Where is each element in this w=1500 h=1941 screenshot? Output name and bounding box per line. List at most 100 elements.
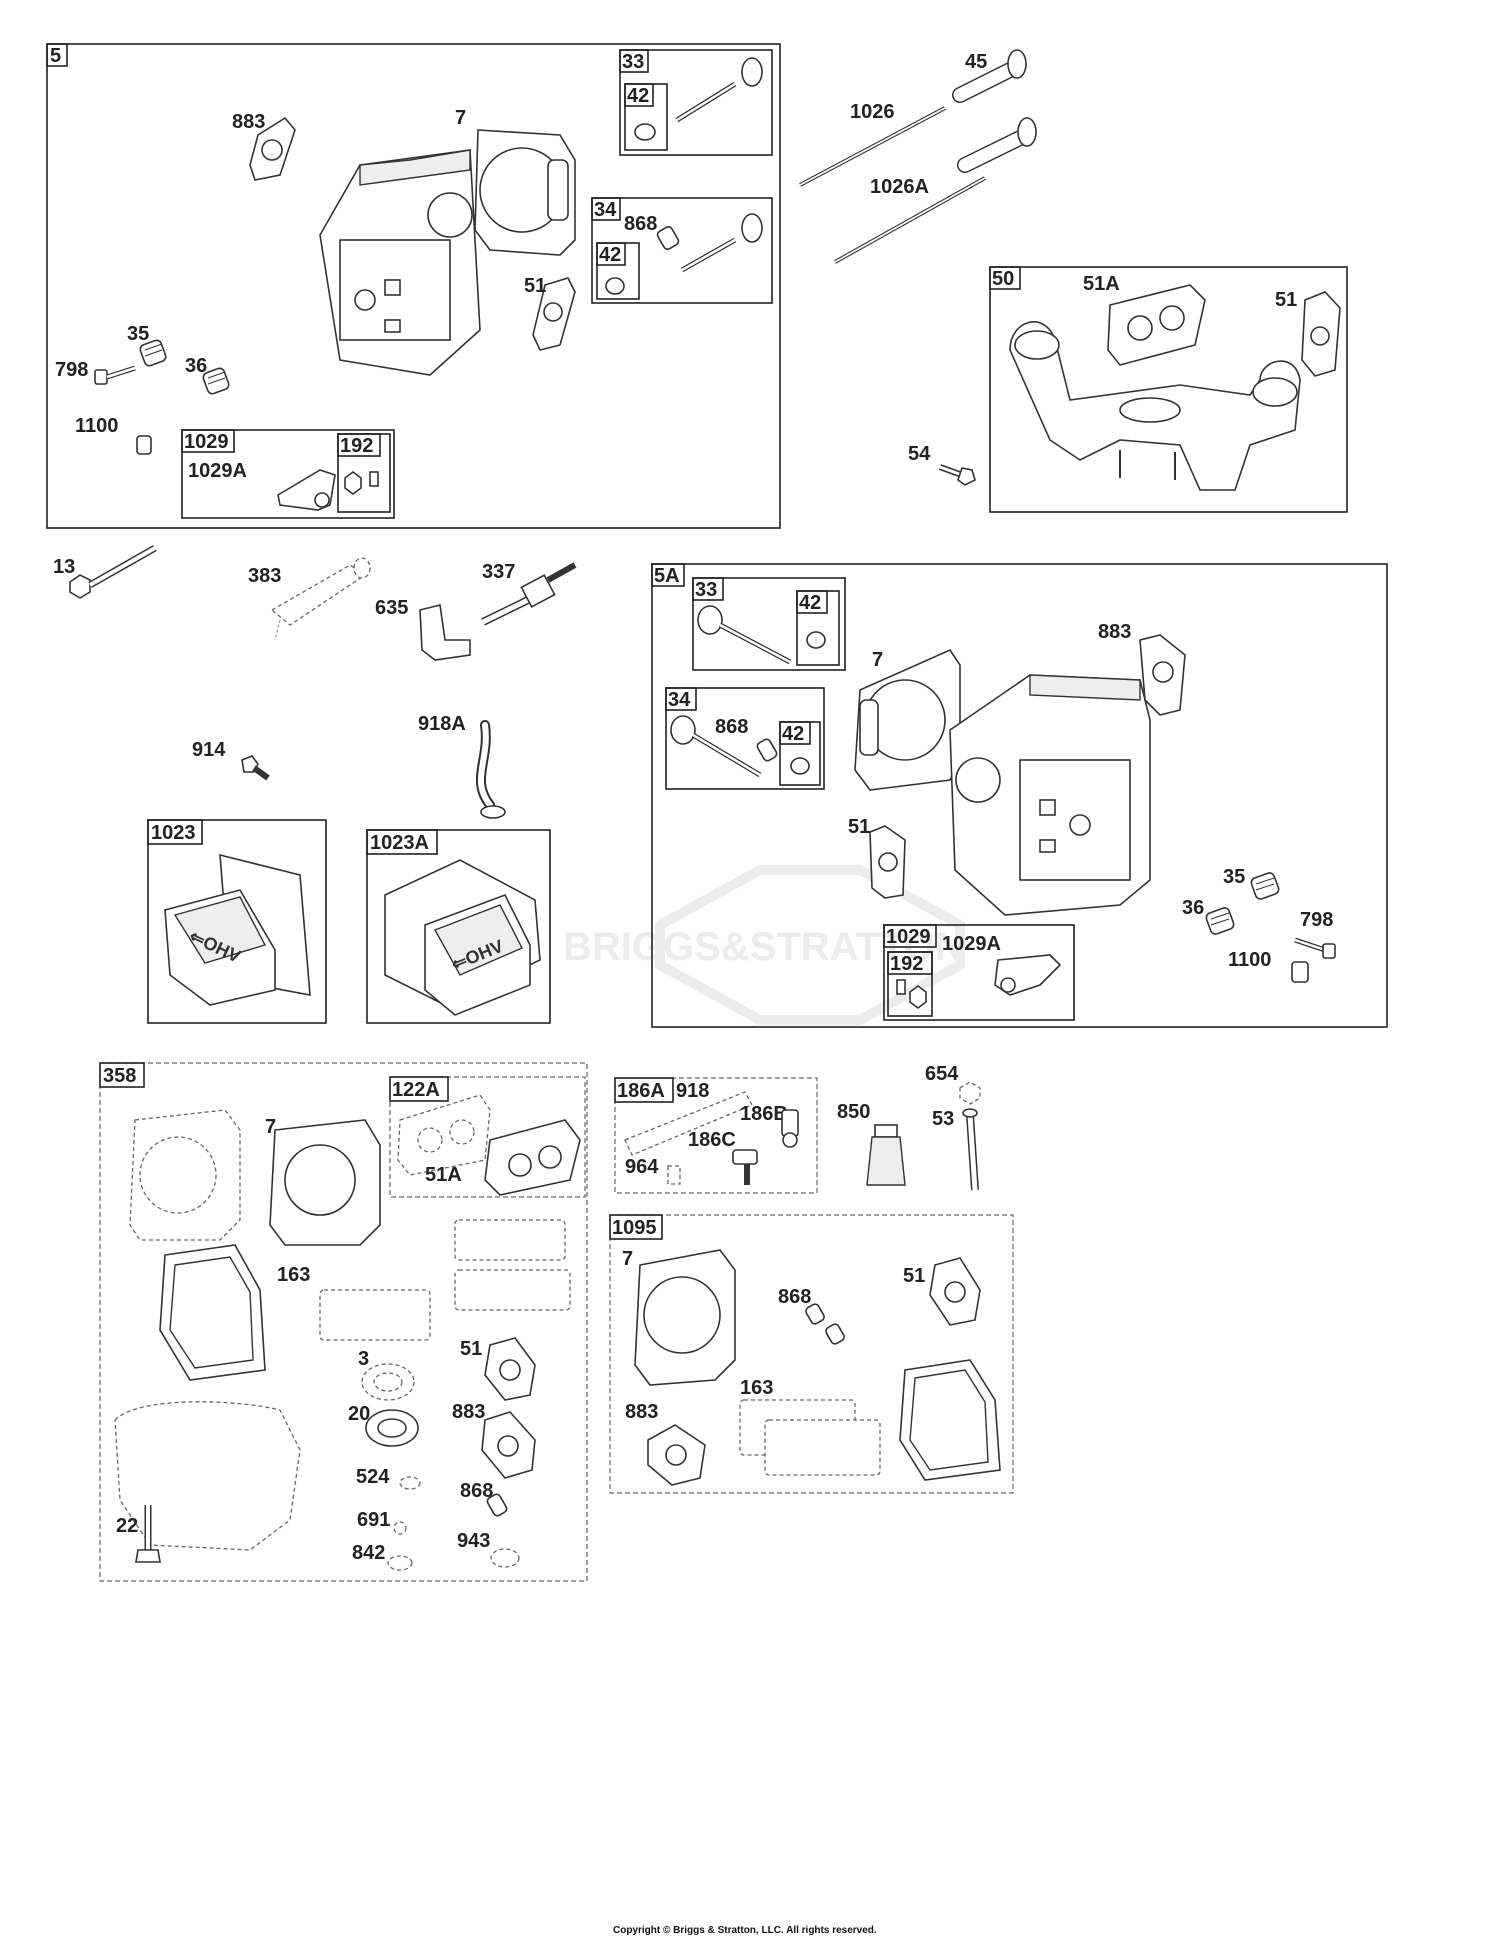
- setscrew-icon: [369, 471, 379, 487]
- label-51: 51: [848, 816, 870, 838]
- fitting-186B-icon: [781, 1109, 799, 1148]
- plug-964-icon: [667, 1165, 681, 1185]
- group-1029-label: 1029: [184, 431, 229, 453]
- intake-valve-icon: [697, 605, 792, 665]
- label-51: 51: [903, 1265, 925, 1287]
- group-5-label: 5: [50, 45, 61, 67]
- breather-hose-918-icon: [624, 1091, 753, 1156]
- label-1026A: 1026A: [870, 176, 929, 198]
- group-33-label: 33: [622, 51, 644, 73]
- group-1023-label: 1023: [151, 822, 196, 844]
- head-gasket-icon: [854, 648, 961, 791]
- clip-654-icon: [959, 1081, 981, 1105]
- label-3: 3: [358, 1348, 369, 1370]
- label-51: 51: [524, 275, 546, 297]
- spring-36-icon: [202, 367, 230, 395]
- label-635: 635: [375, 597, 408, 619]
- valve-keeper-icon: [806, 631, 826, 649]
- group-34-frame: [591, 197, 773, 304]
- exhaust-gasket-883-icon: [249, 116, 296, 181]
- group-34-label: 34: [668, 689, 691, 711]
- bolt-798-icon: [94, 365, 136, 385]
- label-798: 798: [55, 359, 88, 381]
- group-358-frame: [99, 1062, 588, 1582]
- group-358-label: 358: [103, 1065, 136, 1087]
- label-7: 7: [622, 1248, 633, 1270]
- label-842: 842: [352, 1542, 385, 1564]
- group-192-label: 192: [340, 435, 373, 457]
- dipstick-tube-53-icon: [962, 1108, 979, 1191]
- group-33-frame: [619, 49, 773, 156]
- label-868: 868: [624, 213, 657, 235]
- group-5-tag: [46, 43, 68, 67]
- label-186B: 186B: [740, 1103, 788, 1125]
- valve-seal-868-icon: [805, 1303, 845, 1345]
- group-5A-frame: [651, 563, 1388, 1028]
- rocker-arm-icon: [277, 469, 336, 511]
- head-gasket-icon: [474, 129, 576, 256]
- bolt-54-icon: [938, 464, 976, 486]
- label-7: 7: [265, 1116, 276, 1138]
- label-35: 35: [1223, 866, 1245, 888]
- group-1095-label: 1095: [612, 1217, 657, 1239]
- breather-tube-383-icon: [270, 557, 371, 641]
- exhaust-gasket-883-icon: [481, 1411, 536, 1479]
- valve-keeper-icon: [790, 757, 810, 775]
- nut-icon: [909, 985, 927, 1009]
- label-51A: 51A: [425, 1164, 462, 1186]
- setscrew-icon: [896, 979, 906, 995]
- manifold-gasket-icon: [397, 1094, 491, 1176]
- label-35: 35: [127, 323, 149, 345]
- label-918: 918: [676, 1080, 709, 1102]
- exhaust-gasket-883-icon: [1139, 634, 1186, 716]
- spark-plug-337-icon: [481, 562, 577, 626]
- intake-gasket-51-icon: [532, 277, 576, 351]
- label-654: 654: [925, 1063, 959, 1085]
- group-1023A-label: 1023A: [370, 832, 429, 854]
- label-7: 7: [455, 107, 466, 129]
- label-868: 868: [715, 716, 748, 738]
- label-20: 20: [348, 1403, 370, 1425]
- label-883: 883: [1098, 621, 1131, 643]
- label-868: 868: [778, 1286, 811, 1308]
- head-gasket-icon: [269, 1119, 381, 1246]
- elbow-fitting-635-icon: [419, 604, 471, 661]
- valve-seal-icon: [656, 226, 680, 250]
- bolt-22-icon: [135, 1505, 161, 1563]
- label-883: 883: [625, 1401, 658, 1423]
- label-36: 36: [185, 355, 207, 377]
- oil-pan-gasket-icon: [114, 1401, 301, 1551]
- ring-691-icon: [393, 1521, 407, 1535]
- label-54: 54: [908, 443, 931, 465]
- label-524: 524: [356, 1466, 390, 1488]
- label-964: 964: [625, 1156, 659, 1178]
- label-914: 914: [192, 739, 226, 761]
- copyright-notice: Copyright © Briggs & Stratton, LLC. All …: [613, 1925, 877, 1936]
- group-192-label: 192: [890, 953, 923, 975]
- head-gasket-icon: [634, 1249, 736, 1386]
- label-1100: 1100: [75, 415, 118, 437]
- exhaust-valve-icon: [670, 715, 762, 778]
- label-51A: 51A: [1083, 273, 1120, 295]
- rocker-nut-1100-icon: [136, 435, 152, 455]
- valve-cover-icon: ⇐OHV: [384, 859, 541, 1016]
- head-gasket-icon: [129, 1109, 241, 1241]
- label-868: 868: [460, 1480, 493, 1502]
- label-163: 163: [740, 1377, 773, 1399]
- group-1029-frame: [181, 429, 395, 519]
- group-1023A-frame: [366, 829, 551, 1024]
- spring-35-icon: [139, 339, 167, 367]
- spring-36-icon: [1205, 907, 1235, 935]
- group-42-label: 42: [782, 723, 804, 745]
- label-1100: 1100: [1228, 949, 1271, 971]
- nut-icon: [344, 471, 362, 495]
- rocker-nut-1100-icon: [1291, 961, 1309, 983]
- gasket-set-icon: [739, 1399, 881, 1476]
- intake-gasket-51-icon: [484, 1337, 536, 1401]
- group-1095-frame: [609, 1214, 1014, 1494]
- label-1026: 1026: [850, 101, 895, 123]
- intake-valve-icon: [675, 57, 763, 123]
- group-42-label: 42: [627, 85, 649, 107]
- label-45: 45: [965, 51, 987, 73]
